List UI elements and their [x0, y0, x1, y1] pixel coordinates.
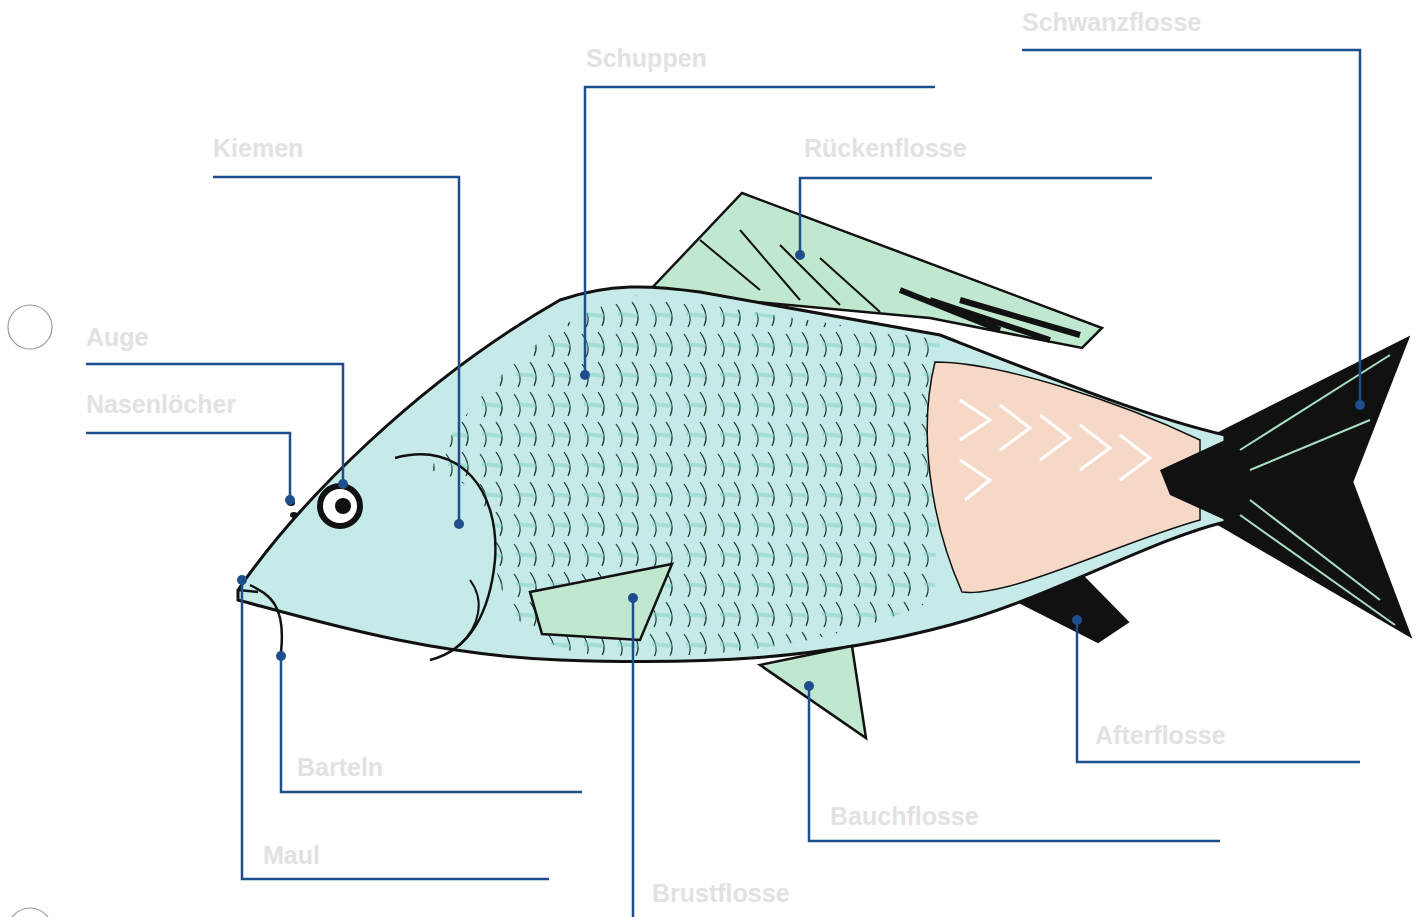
tail-highlights: [1240, 355, 1395, 625]
nostril: [290, 512, 298, 518]
part-label: Nasenlöcher: [86, 390, 236, 418]
tail-base: [1160, 440, 1225, 520]
part-label: Rückenflosse: [804, 134, 967, 162]
part-label: Schwanzflosse: [1022, 8, 1201, 36]
caudal-peduncle: [927, 362, 1200, 592]
barbel: [250, 585, 282, 652]
pelvic-fin: [760, 646, 866, 738]
fish-eye: [320, 486, 360, 526]
pupil: [335, 498, 351, 514]
part-label: Brustflosse: [652, 879, 790, 907]
part-label: Bauchflosse: [830, 802, 979, 830]
part-label: Schuppen: [586, 44, 707, 72]
bone-structure: [960, 400, 1150, 500]
part-label: Auge: [86, 323, 149, 351]
scale-pattern: [400, 280, 960, 680]
part-label: Barteln: [297, 753, 383, 781]
margin-circle: [8, 908, 52, 917]
part-label: Afterflosse: [1095, 721, 1226, 749]
part-label: Kiemen: [213, 134, 303, 162]
leader-dots: [237, 250, 1365, 691]
tail-fin: [1215, 338, 1410, 636]
pectoral-fin: [530, 564, 672, 640]
leader-lines: [86, 50, 1360, 917]
gill-line: [460, 580, 479, 645]
margin-circle: [8, 305, 52, 349]
part-label: Maul: [263, 841, 320, 869]
gill-cover: [395, 454, 495, 660]
